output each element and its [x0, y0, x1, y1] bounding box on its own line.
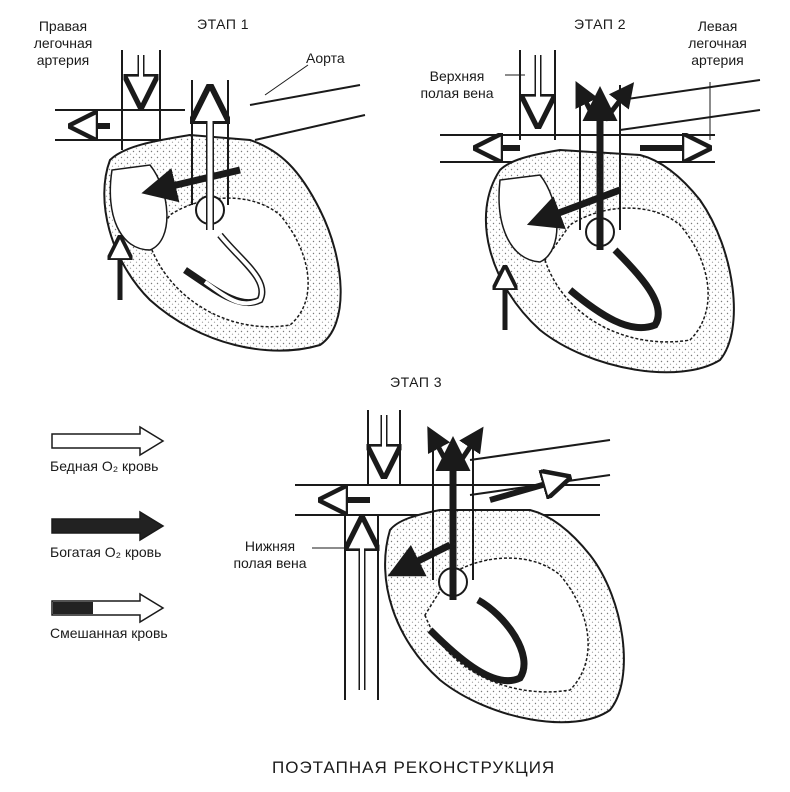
label-left-pulmonary-artery: Левая легочная артерия [688, 18, 747, 68]
flow-arrow-pa-right [489, 480, 560, 503]
legend-label-mixed: Смешанная кровь [50, 625, 168, 641]
flow-arrow-oxygenated [387, 541, 452, 577]
leader-lines [264, 64, 711, 549]
stage-3-title: ЭТАП 3 [390, 374, 443, 390]
flow-arrow-oxygenated [141, 166, 241, 203]
legend-arrow-rich [51, 510, 165, 542]
stage-2-title: ЭТАП 2 [574, 16, 627, 32]
stage-1-title: ЭТАП 1 [197, 16, 250, 32]
flow-arrow-aorta-branch-1 [427, 426, 451, 467]
flow-arrow-mixed-loop-inner [203, 233, 264, 306]
flow-arrow-aorta-branch-2 [455, 426, 484, 467]
leader-aorta [264, 64, 309, 96]
flow-arrow-oxygenated [526, 186, 622, 230]
legend-arrow-mixed [51, 592, 165, 624]
pulmonary-artery-vessel [55, 109, 185, 141]
superior-vena-cava-vessel [121, 50, 161, 150]
stage-1-heart [55, 50, 366, 352]
legend-arrows [51, 425, 165, 624]
legend-arrow-poor [51, 425, 165, 457]
legend-label-poor: Бедная O₂ кровь [50, 458, 159, 474]
flow-arrow-mixed-loop [567, 247, 662, 332]
flow-arrow-ventricle-loop [427, 596, 528, 685]
left-pulmonary-vessel [249, 84, 366, 141]
flow-arrow-aorta-branch-2 [603, 82, 635, 122]
legend-label-rich: Богатая O₂ кровь [50, 544, 162, 560]
stage-3-heart [295, 410, 625, 724]
flow-arrow-aorta-branch-1 [575, 81, 598, 122]
label-aorta: Аорта [306, 50, 345, 66]
label-inferior-vena-cava: Нижняя полая вена [233, 538, 307, 571]
label-right-pulmonary-artery: Правая легочная артерия [33, 18, 93, 68]
ventricle-chamber [149, 197, 309, 328]
page-title: ПОЭТАПНАЯ РЕКОНСТРУКЦИЯ [272, 758, 556, 777]
left-pulmonary-vessel [619, 79, 761, 131]
stage-2-heart [440, 50, 761, 374]
label-superior-vena-cava: Верхняя полая вена [420, 68, 494, 101]
